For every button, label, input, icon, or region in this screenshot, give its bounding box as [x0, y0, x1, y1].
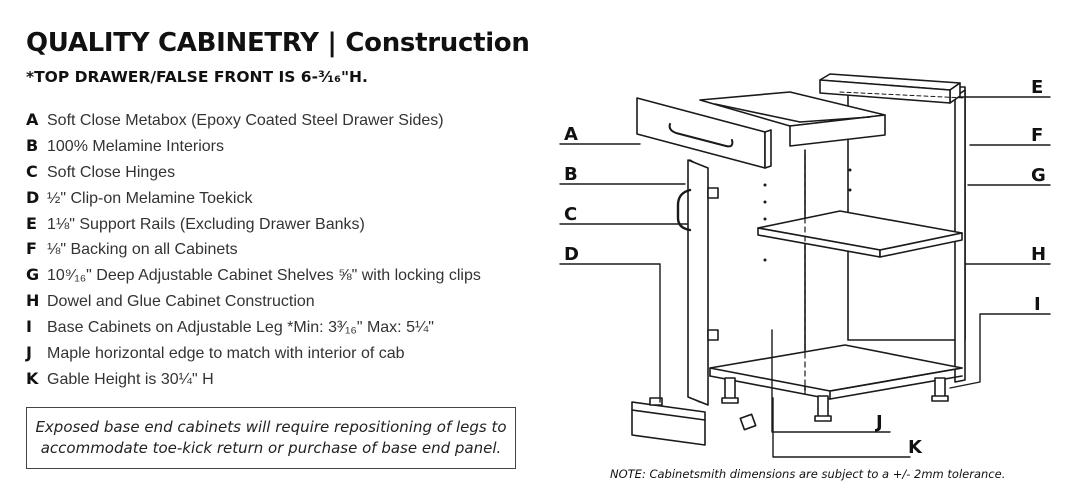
callout-h: H — [1031, 244, 1046, 265]
callout-f: F — [1031, 125, 1043, 146]
spec-text: Maple horizontal edge to match with inte… — [47, 345, 405, 363]
spec-text: ⅛" Backing on all Cabinets — [47, 241, 238, 259]
spec-letter: I — [26, 317, 32, 337]
callout-b: B — [564, 164, 578, 185]
door-pull — [676, 188, 692, 232]
spec-item-k: K Gable Height is 30¼" H — [26, 366, 481, 392]
cabinet-door — [687, 159, 709, 406]
spec-letter: G — [26, 265, 40, 285]
leader-k — [772, 397, 911, 458]
spec-item-h: H Dowel and Glue Cabinet Construction — [26, 288, 481, 314]
spec-item-d: D ½" Clip-on Melamine Toekick — [26, 185, 481, 211]
spec-item-j: J Maple horizontal edge to match with int… — [26, 340, 481, 366]
spec-text: 10⁹⁄₁₆" Deep Adjustable Cabinet Shelves … — [47, 267, 481, 285]
leg — [724, 377, 736, 401]
leader-j — [771, 329, 891, 433]
spec-letter: D — [26, 187, 40, 207]
drawer-pull — [668, 123, 734, 148]
callout-d: D — [564, 244, 579, 265]
callout-c: C — [564, 204, 577, 225]
callout-j: J — [874, 412, 883, 433]
spec-letter: H — [26, 291, 40, 311]
spec-letter: A — [26, 110, 39, 129]
spec-letter: F — [26, 239, 37, 259]
callout-i: I — [1034, 294, 1041, 315]
hinge-lower — [707, 329, 719, 341]
spec-text: Dowel and Glue Cabinet Construction — [47, 293, 315, 311]
page-title: QUALITY CABINETRY | Construction — [26, 28, 530, 58]
spec-text: 1⅛" Support Rails (Excluding Drawer Bank… — [47, 215, 365, 233]
spec-item-g: G 10⁹⁄₁₆" Deep Adjustable Cabinet Shelves… — [26, 262, 481, 288]
callout-e: E — [1031, 77, 1043, 98]
spec-text: Gable Height is 30¼" H — [47, 370, 214, 388]
cabinet-diagram: A B C D E F G H I J K — [559, 73, 1051, 458]
spec-letter: J — [26, 343, 32, 363]
bottom-panel — [709, 344, 963, 392]
spec-text: Base Cabinets on Adjustable Leg *Min: 3³… — [47, 319, 434, 337]
spec-item-c: C Soft Close Hinges — [26, 159, 481, 185]
leg — [934, 377, 946, 399]
spec-item-b: B 100% Melamine Interiors — [26, 133, 481, 159]
spec-item-i: I Base Cabinets on Adjustable Leg *Min: 3… — [26, 314, 481, 340]
toekick — [631, 401, 706, 446]
spec-list: A Soft Close Metabox (Epoxy Coated Steel … — [26, 107, 481, 392]
spec-text: ½" Clip-on Melamine Toekick — [47, 189, 253, 207]
spec-text: Soft Close Metabox (Epoxy Coated Steel D… — [47, 112, 444, 129]
spec-item-e: E 1⅛" Support Rails (Excluding Drawer Ban… — [26, 211, 481, 237]
hinge-upper — [707, 187, 719, 199]
spec-text: Soft Close Hinges — [47, 163, 176, 181]
leg-clip — [739, 413, 757, 431]
leg — [817, 395, 829, 419]
spec-item-a: A Soft Close Metabox (Epoxy Coated Steel … — [26, 107, 481, 133]
notice-text: Exposed base end cabinets will require r… — [35, 418, 507, 457]
tolerance-note: NOTE: Cabinetsmith dimensions are subjec… — [610, 467, 1006, 481]
spec-text: 100% Melamine Interiors — [47, 137, 224, 155]
end-cabinet-notice: Exposed base end cabinets will require r… — [26, 407, 516, 469]
spec-letter: B — [26, 135, 39, 155]
callout-g: G — [1031, 165, 1046, 186]
callout-k: K — [908, 437, 923, 458]
leader-d — [559, 263, 661, 403]
drawer-front-note: *TOP DRAWER/FALSE FRONT IS 6-³⁄₁₆"H. — [26, 68, 368, 86]
spec-letter: K — [26, 368, 39, 388]
leader-i — [949, 313, 1051, 389]
spec-item-f: F ⅛" Backing on all Cabinets — [26, 236, 481, 262]
spec-letter: C — [26, 161, 38, 181]
spec-letter: E — [26, 213, 37, 233]
callout-a: A — [564, 124, 578, 145]
